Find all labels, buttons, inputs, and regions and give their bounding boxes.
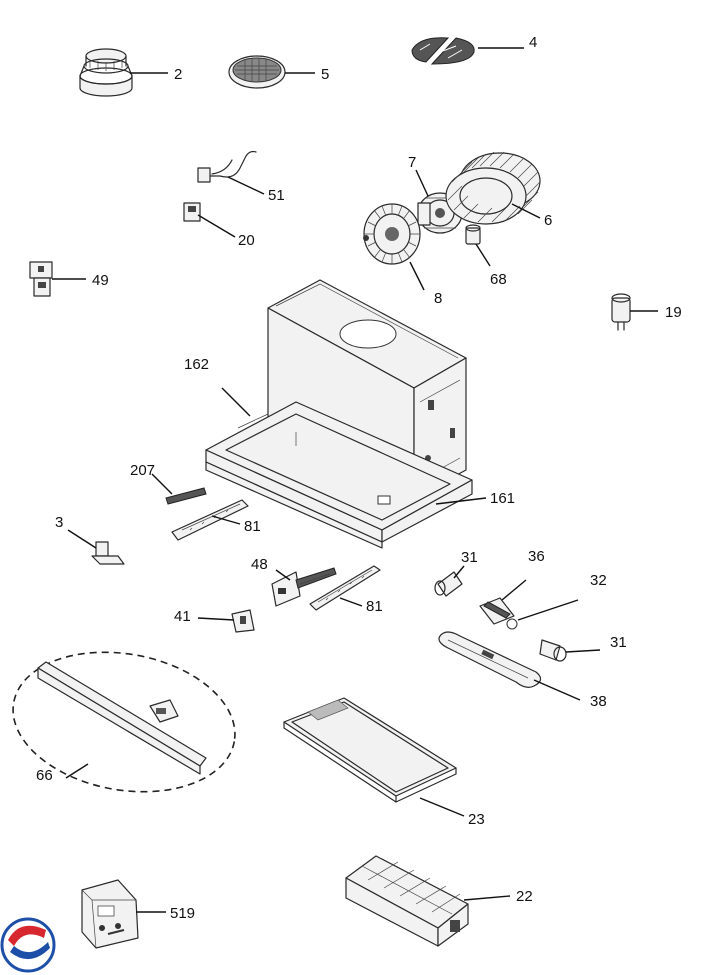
callout-19: 19 xyxy=(665,304,682,321)
callout-36: 36 xyxy=(528,548,545,565)
part-light-lens xyxy=(438,631,542,688)
part-bracket-small xyxy=(165,487,207,505)
callout-4: 4 xyxy=(529,34,537,51)
callout-48: 48 xyxy=(251,556,268,573)
callout-207: 207 xyxy=(130,462,155,479)
part-bracket-3 xyxy=(91,541,125,565)
part-rect-filter xyxy=(283,697,457,803)
part-lamp-holder xyxy=(479,597,518,630)
callout-51: 51 xyxy=(268,187,285,204)
part-lamp-upper xyxy=(434,571,463,597)
callout-81-upper: 81 xyxy=(244,518,261,535)
part-capacitor xyxy=(611,293,631,331)
callout-161: 161 xyxy=(490,490,515,507)
part-lamp-lower xyxy=(539,639,567,662)
callout-38: 38 xyxy=(590,693,607,710)
callout-68: 68 xyxy=(490,271,507,288)
callout-20: 20 xyxy=(238,232,255,249)
part-damper-plates xyxy=(411,37,475,65)
callout-22: 22 xyxy=(516,888,533,905)
part-switch-assembly xyxy=(271,567,337,607)
part-terminal-block xyxy=(29,261,53,297)
part-cable-connector xyxy=(197,150,257,183)
callout-8: 8 xyxy=(434,290,442,307)
callout-49: 49 xyxy=(92,272,109,289)
callout-7: 7 xyxy=(408,154,416,171)
callout-31-lower: 31 xyxy=(610,634,627,651)
part-motor xyxy=(417,192,463,234)
part-hardware-bag xyxy=(81,879,139,949)
part-slide-rail-right xyxy=(309,565,381,611)
callout-31-upper: 31 xyxy=(461,549,478,566)
part-capacitor-small xyxy=(465,224,481,245)
part-trim-profile xyxy=(12,651,236,793)
callout-23: 23 xyxy=(468,811,485,828)
part-duct-collar xyxy=(79,48,133,97)
part-main-cabinet xyxy=(205,279,473,549)
brand-logo-icon xyxy=(0,917,56,973)
callout-162: 162 xyxy=(184,356,209,373)
part-clip-block xyxy=(231,609,255,633)
callout-81-lower: 81 xyxy=(366,598,383,615)
part-blower-wheel xyxy=(445,151,541,225)
callout-32: 32 xyxy=(590,572,607,589)
part-round-filter xyxy=(228,55,286,89)
callout-41: 41 xyxy=(174,608,191,625)
callout-66: 66 xyxy=(36,767,53,784)
part-slide-rail-left xyxy=(171,499,249,541)
part-switch-block xyxy=(183,202,201,222)
callout-3: 3 xyxy=(55,514,63,531)
callout-2: 2 xyxy=(174,66,182,83)
callout-519: 519 xyxy=(170,905,195,922)
part-grid-housing xyxy=(345,855,469,947)
callout-6: 6 xyxy=(544,212,552,229)
part-motor-plate xyxy=(363,203,421,265)
callout-5: 5 xyxy=(321,66,329,83)
